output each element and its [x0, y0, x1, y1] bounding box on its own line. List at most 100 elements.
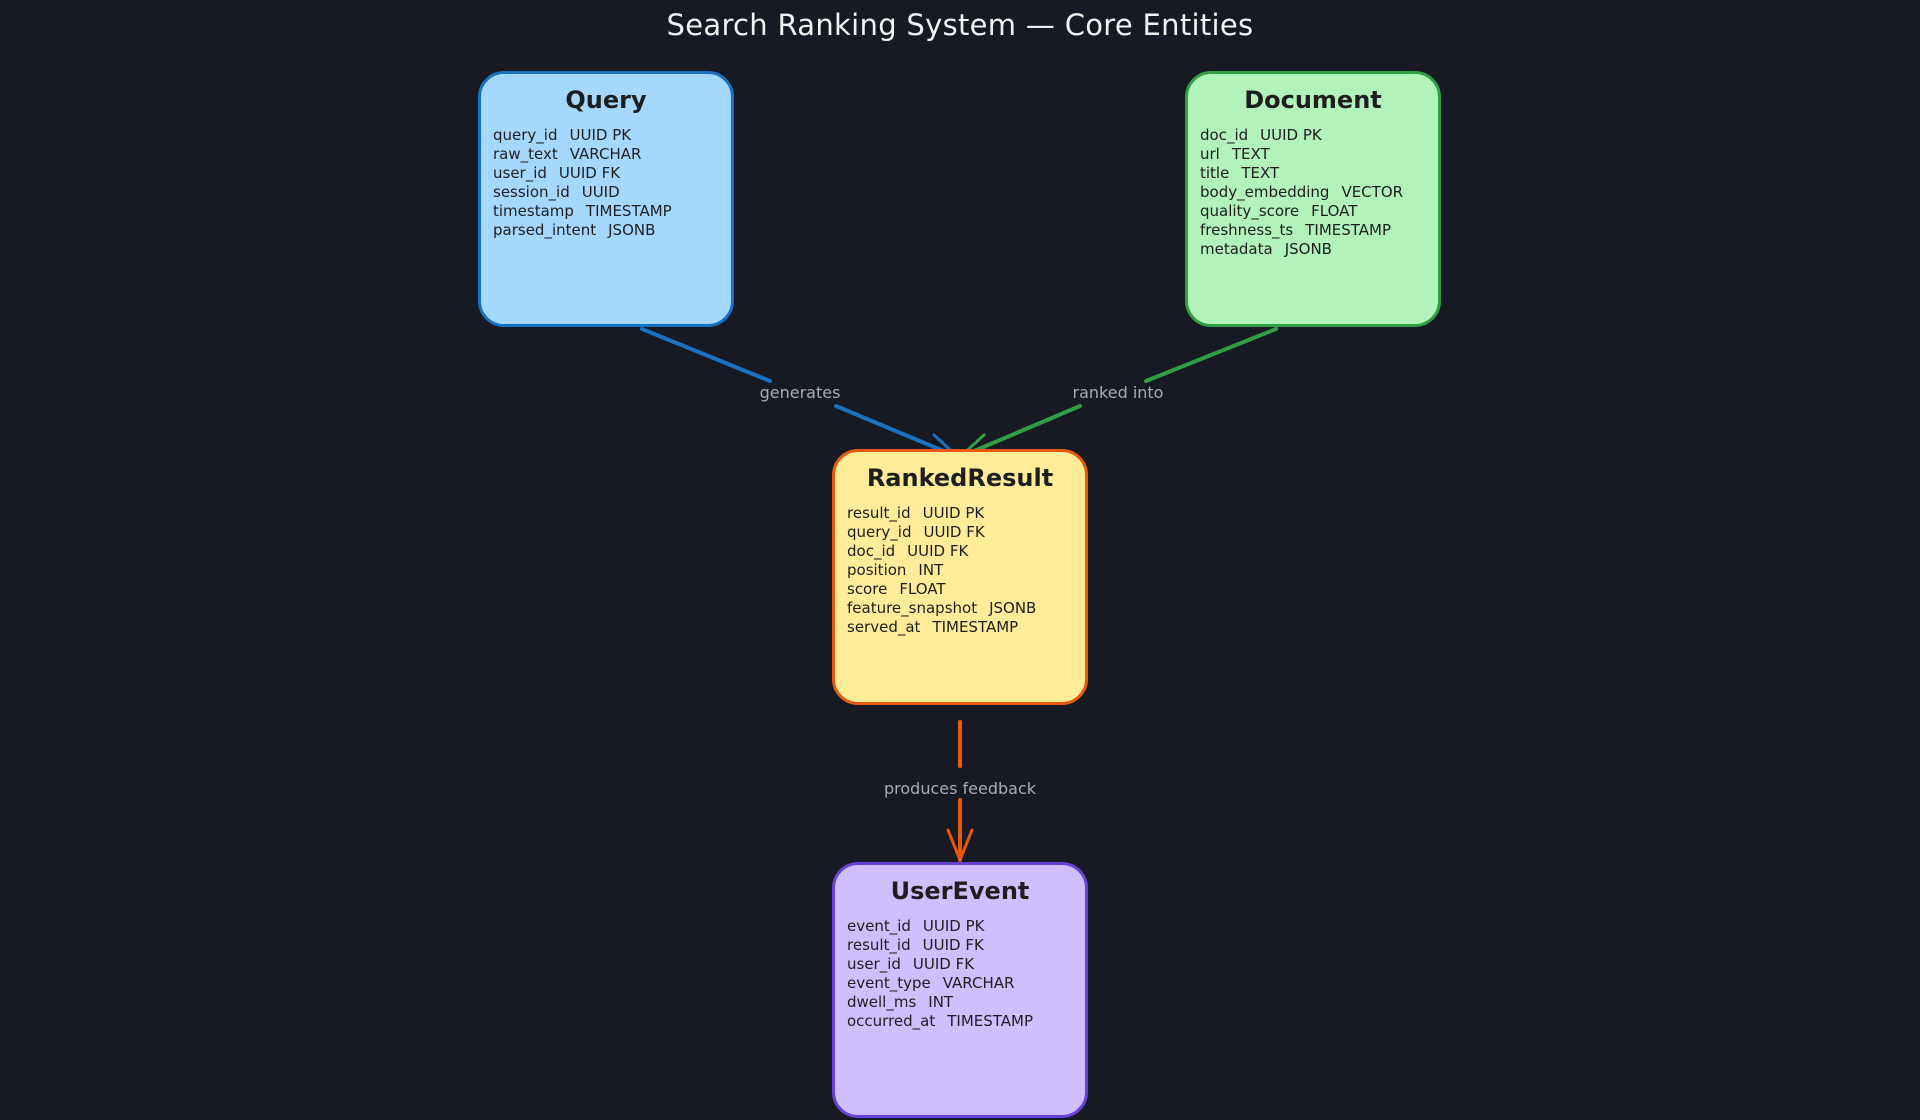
edge-ranked-into[interactable]: ranked into	[958, 327, 1278, 460]
diagram-title: Search Ranking System — Core Entities	[666, 8, 1254, 42]
field-name: user_id	[847, 955, 901, 973]
field-name: freshness_ts	[1200, 221, 1294, 239]
field-type: INT	[918, 561, 944, 579]
field-name: feature_snapshot	[847, 599, 978, 617]
edge-generates[interactable]: generates	[640, 327, 960, 460]
field-name: result_id	[847, 504, 911, 522]
field-name: user_id	[493, 164, 547, 182]
field-type: UUID FK	[912, 955, 975, 973]
field-type: TIMESTAMP	[585, 202, 672, 220]
entity-ranked-result-name: RankedResult	[866, 464, 1054, 492]
field-row: url TEXT	[1200, 145, 1426, 164]
field-type: UUID PK	[569, 126, 632, 144]
field-name: score	[847, 580, 888, 598]
field-row: occurred_at TIMESTAMP	[847, 1012, 1073, 1031]
field-type: INT	[928, 993, 954, 1011]
field-row: score FLOAT	[847, 580, 1073, 599]
field-row: doc_id UUID FK	[847, 542, 1073, 561]
field-row: feature_snapshot JSONB	[847, 599, 1073, 618]
field-type: FLOAT	[899, 580, 946, 598]
field-type: TEXT	[1231, 145, 1270, 163]
field-name: metadata	[1200, 240, 1273, 258]
field-row: quality_score FLOAT	[1200, 202, 1426, 221]
field-row: user_id UUID FK	[847, 955, 1073, 974]
field-type: TIMESTAMP	[947, 1012, 1034, 1030]
entity-document-name: Document	[1244, 86, 1382, 114]
field-row: result_id UUID PK	[847, 504, 1073, 523]
field-name: served_at	[847, 618, 921, 636]
field-name: raw_text	[493, 145, 558, 163]
field-name: position	[847, 561, 907, 579]
field-name: doc_id	[847, 542, 896, 560]
field-name: quality_score	[1200, 202, 1300, 220]
field-type: VARCHAR	[569, 145, 642, 163]
field-row: freshness_ts TIMESTAMP	[1200, 221, 1426, 240]
edge-ranked-into-line	[958, 327, 1278, 459]
entity-user-event-name: UserEvent	[890, 877, 1030, 905]
field-type: TIMESTAMP	[932, 618, 1019, 636]
edge-label-generates: generates	[760, 383, 841, 402]
edge-label-produces-feedback: produces feedback	[884, 779, 1037, 798]
field-row: session_id UUID	[493, 183, 719, 202]
field-type: UUID PK	[922, 917, 985, 935]
field-name: body_embedding	[1200, 183, 1330, 201]
field-name: doc_id	[1200, 126, 1249, 144]
field-row: event_type VARCHAR	[847, 974, 1073, 993]
edge-label-ranked-into: ranked into	[1073, 383, 1164, 402]
field-name: session_id	[493, 183, 570, 201]
field-type: FLOAT	[1311, 202, 1358, 220]
field-row: dwell_ms INT	[847, 993, 1073, 1012]
field-row: parsed_intent JSONB	[493, 221, 719, 240]
field-type: UUID FK	[922, 936, 984, 954]
field-row: position INT	[847, 561, 1073, 580]
field-type: UUID FK	[923, 523, 985, 541]
field-row: query_id UUID FK	[847, 523, 1073, 542]
field-row: metadata JSONB	[1200, 240, 1426, 259]
field-row: query_id UUID PK	[493, 126, 719, 145]
edge-generates-line	[640, 327, 960, 459]
field-name: dwell_ms	[847, 993, 917, 1011]
field-type: TEXT	[1241, 164, 1280, 182]
field-row: result_id UUID FK	[847, 936, 1073, 955]
field-type: UUID PK	[922, 504, 985, 522]
field-row: title TEXT	[1200, 164, 1426, 183]
field-row: user_id UUID FK	[493, 164, 719, 183]
field-type: VECTOR	[1341, 183, 1404, 201]
field-name: query_id	[493, 126, 558, 144]
edge-produces-feedback[interactable]: produces feedback	[884, 720, 1037, 862]
field-type: UUID FK	[558, 164, 621, 182]
field-type: UUID FK	[907, 542, 969, 560]
field-name: event_type	[847, 974, 931, 992]
entity-query-name: Query	[565, 86, 647, 114]
field-name: parsed_intent	[493, 221, 597, 239]
field-name: query_id	[847, 523, 912, 541]
field-name: title	[1200, 164, 1230, 182]
field-row: event_id UUID PK	[847, 917, 1073, 936]
edge-produces-feedback-arrowhead	[946, 828, 974, 862]
field-type: JSONB	[1284, 240, 1332, 258]
field-type: TIMESTAMP	[1305, 221, 1392, 239]
field-name: timestamp	[493, 202, 574, 220]
field-row: doc_id UUID PK	[1200, 126, 1426, 145]
field-type: VARCHAR	[942, 974, 1015, 992]
field-type: UUID PK	[1260, 126, 1322, 144]
field-name: url	[1200, 145, 1220, 163]
field-type: UUID	[581, 183, 620, 201]
field-row: body_embedding VECTOR	[1200, 183, 1426, 202]
field-type: JSONB	[989, 599, 1037, 617]
field-name: event_id	[847, 917, 911, 935]
field-name: occurred_at	[847, 1012, 936, 1030]
field-type: JSONB	[608, 221, 656, 239]
field-name: result_id	[847, 936, 911, 954]
field-row: timestamp TIMESTAMP	[493, 202, 719, 221]
field-row: served_at TIMESTAMP	[847, 618, 1073, 637]
